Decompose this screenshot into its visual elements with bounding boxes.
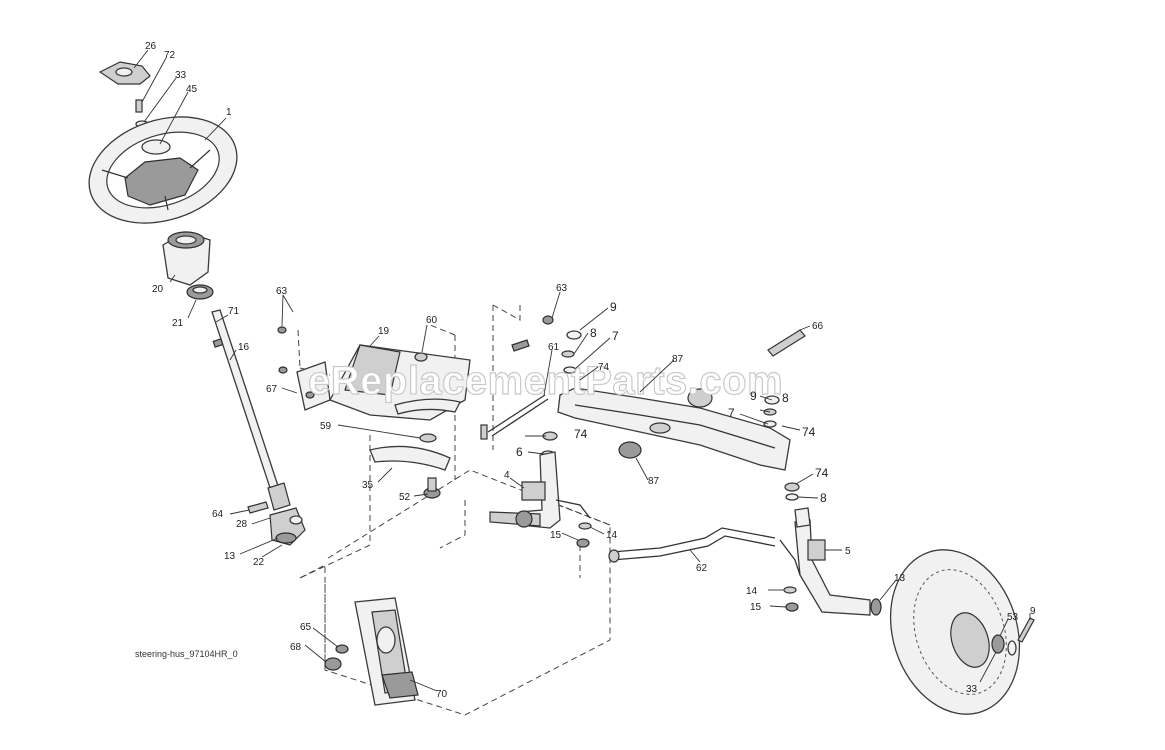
callout-16: 16	[238, 342, 250, 353]
steering-shaft	[211, 309, 291, 511]
callout-66: 66	[812, 321, 824, 332]
steering-wheel-cap	[98, 61, 151, 85]
bracket-bolt-right	[511, 315, 554, 352]
callout-72: 72	[164, 50, 176, 61]
callout-70: 70	[436, 689, 448, 700]
bracket-nut	[414, 352, 428, 362]
pinion-gear	[269, 507, 306, 546]
callout-5: 5	[845, 546, 851, 557]
left-spindle-washers	[561, 330, 582, 374]
callout-71: 71	[228, 306, 240, 317]
steering-wheel	[88, 116, 238, 224]
callout-26: 26	[145, 41, 157, 52]
callout-65: 65	[300, 622, 312, 633]
callout-8-right: 8	[782, 391, 789, 405]
callout-8-lower: 8	[820, 491, 827, 505]
callout-74-right: 74	[802, 425, 816, 439]
plate-bolts	[324, 644, 349, 671]
leader-lines	[133, 49, 1031, 692]
callout-61: 61	[548, 342, 560, 353]
watermark-text: eReplacementParts.com	[308, 359, 783, 403]
right-tie-rod-hardware	[783, 586, 799, 612]
callout-63-right: 63	[556, 283, 568, 294]
callout-19: 19	[378, 326, 390, 337]
bracket-lower-bolt	[480, 424, 488, 440]
callout-45: 45	[186, 84, 198, 95]
wheel-hub-hardware	[991, 617, 1035, 656]
callout-20: 20	[152, 284, 164, 295]
callout-33: 33	[175, 70, 187, 81]
callout-8-upper: 8	[590, 326, 597, 340]
callout-labels: 26 72 33 45 1 20 21 71 16 64 28 13 22 63…	[145, 41, 1036, 700]
sector-gear	[369, 433, 451, 471]
callout-33-hub: 33	[966, 684, 978, 695]
callout-22: 22	[253, 557, 265, 568]
steering-bracket	[296, 344, 471, 421]
callout-13: 13	[224, 551, 236, 562]
front-wheel	[889, 549, 1021, 715]
callout-9-upper: 9	[610, 300, 617, 314]
callout-53: 53	[1007, 612, 1019, 623]
callout-14-left: 14	[606, 530, 618, 541]
callout-68: 68	[290, 642, 302, 653]
front-axle	[557, 387, 791, 471]
left-spindle	[489, 451, 591, 529]
assembly-guide-lines	[297, 304, 611, 716]
callout-60: 60	[426, 315, 438, 326]
callout-13-right: 13	[894, 573, 906, 584]
callout-52: 52	[399, 492, 411, 503]
callout-21: 21	[172, 318, 184, 329]
callout-9-hub: 9	[1030, 606, 1036, 617]
support-plate	[354, 597, 419, 706]
callout-87-upper: 87	[672, 354, 684, 365]
callout-87-lower: 87	[648, 476, 660, 487]
left-tie-rod-hardware	[576, 522, 592, 548]
callout-14-right: 14	[746, 586, 758, 597]
right-spindle	[779, 507, 871, 616]
callout-74-lower: 74	[815, 466, 829, 480]
callout-4: 4	[504, 470, 510, 481]
bracket-bolts-left	[277, 326, 288, 374]
callout-59: 59	[320, 421, 332, 432]
sector-bolt	[423, 477, 441, 499]
axle-pivot-bolt	[767, 329, 806, 357]
callout-67: 67	[266, 384, 278, 395]
callout-1: 1	[226, 107, 232, 118]
steering-column-housing	[162, 231, 211, 286]
drawing-code: steering-hus_97104HR_0	[135, 649, 238, 659]
shaft-bolt	[247, 501, 269, 514]
drag-link	[487, 394, 549, 437]
callout-63-left: 63	[276, 286, 288, 297]
callout-28: 28	[236, 519, 248, 530]
callout-74-upper: 74	[598, 362, 610, 373]
callout-35: 35	[362, 480, 374, 491]
callout-64: 64	[212, 509, 224, 520]
callout-74-left: 74	[574, 427, 588, 441]
callout-9-right: 9	[750, 389, 757, 403]
wheel-washer	[870, 598, 882, 616]
callout-15-left: 15	[550, 530, 562, 541]
column-bushing	[186, 284, 214, 300]
callout-62: 62	[696, 563, 708, 574]
tie-rod	[608, 527, 776, 563]
callout-15-right: 15	[750, 602, 762, 613]
callout-6-left: 6	[516, 445, 523, 459]
callout-7-upper: 7	[612, 329, 619, 343]
callout-7-right: 7	[728, 406, 735, 420]
